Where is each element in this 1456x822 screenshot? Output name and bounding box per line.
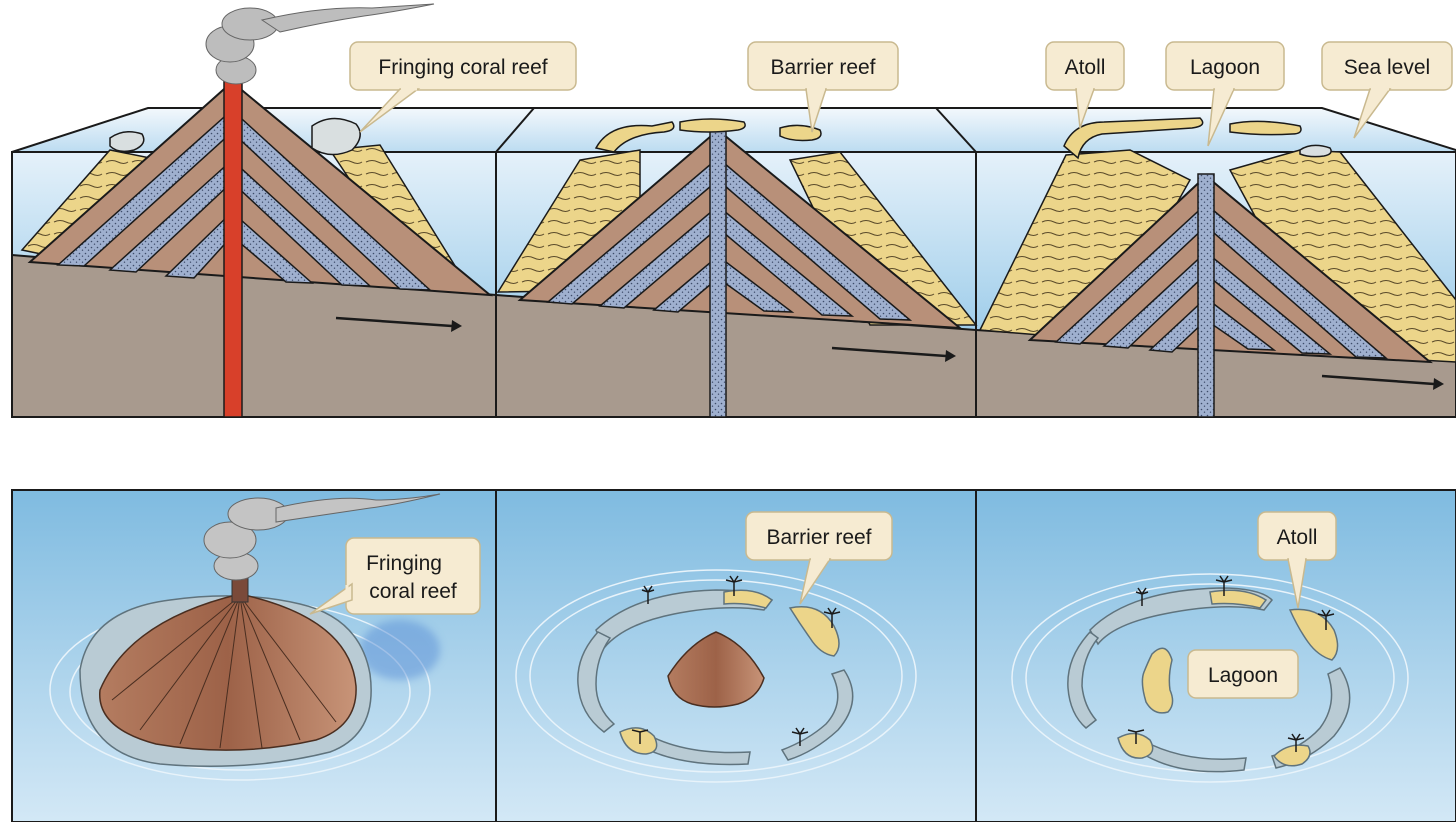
barrier-reef-edge-2c: [780, 125, 821, 140]
callout-plan-lagoon: Lagoon: [1188, 650, 1298, 698]
label-fringing-coral-reef: Fringing coral reef: [378, 56, 547, 79]
label-plan-fringing-line1: Fringing: [366, 552, 442, 575]
label-plan-fringing-line2: coral reef: [369, 580, 457, 603]
label-plan-atoll: Atoll: [1277, 526, 1318, 549]
label-atoll: Atoll: [1065, 56, 1106, 79]
label-sea-level: Sea level: [1344, 56, 1430, 79]
magma-conduit: [224, 78, 242, 417]
plan-view-row: Fringing coral reef: [12, 490, 1456, 822]
label-plan-barrier-reef: Barrier reef: [766, 526, 871, 549]
cooled-conduit-2: [710, 128, 726, 417]
label-plan-lagoon: Lagoon: [1208, 664, 1278, 687]
fringing-reef-edge-1: [312, 118, 360, 154]
atoll-reef-edge-3c: [1300, 145, 1331, 156]
reef-glow-1: [360, 620, 440, 680]
barrier-reef-edge-2b: [680, 119, 745, 132]
label-barrier-reef: Barrier reef: [770, 56, 875, 79]
label-lagoon: Lagoon: [1190, 56, 1260, 79]
cooled-conduit-3: [1198, 174, 1214, 417]
